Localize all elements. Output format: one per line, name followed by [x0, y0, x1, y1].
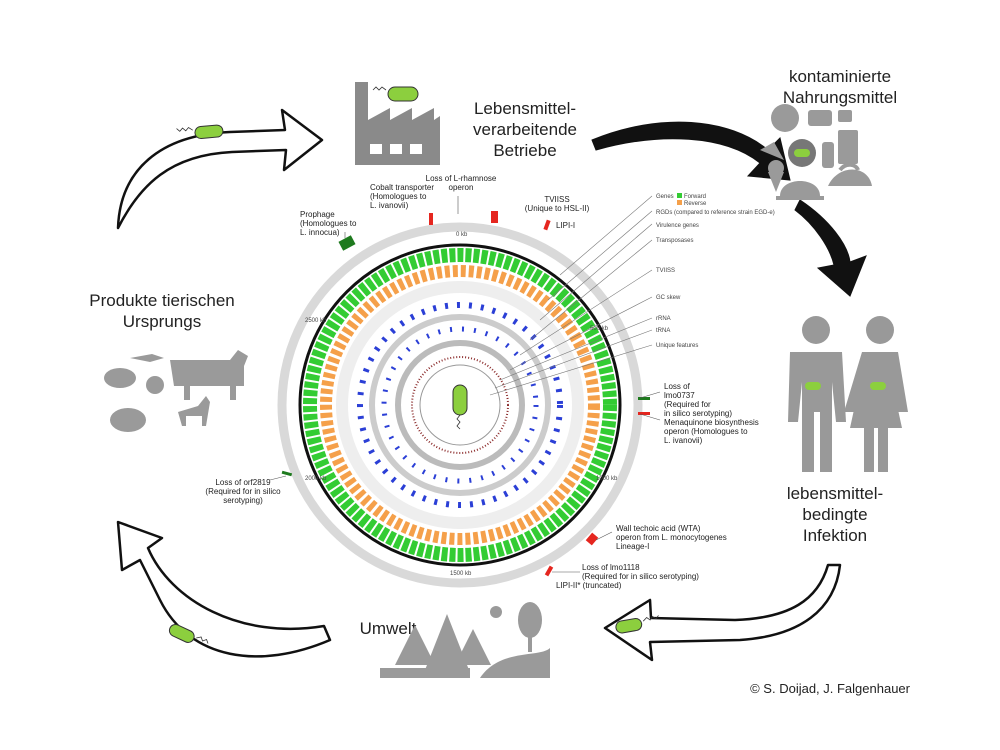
- annotation-rhamnose: Loss of L-rhamnose operon: [425, 174, 497, 192]
- cycle-arrow-top-left: [116, 108, 324, 230]
- ring-tick: 0 kb: [456, 232, 468, 238]
- stage-label-environment: Umwelt: [359, 619, 417, 638]
- outer-gray-ring: [277, 222, 643, 588]
- cycle-arrow-bottom-left: [116, 520, 332, 658]
- cycle-arrow-top-right: [591, 121, 791, 181]
- genome-map: 0 kb 500 kb 1000 kb 1500 kb 2000 kb 2500…: [269, 193, 775, 588]
- marker-orf2819: [281, 470, 293, 477]
- food-icons: [760, 104, 872, 200]
- legend-gc-skew: GC skew: [656, 295, 681, 301]
- legend-forward: Forward: [684, 194, 706, 200]
- legend-rgds: RGDs (compared to reference strain EGD-e…: [656, 210, 775, 216]
- annotation-lipi2: LIPI-II* (truncated): [556, 581, 622, 590]
- gray-track-ring: [369, 314, 551, 496]
- legend-reverse: Reverse: [684, 201, 707, 207]
- marker-prophage: [338, 235, 356, 251]
- cycle-arrow-bottom-right: [603, 563, 842, 662]
- annotation-menaquinone: Menaquinone biosynthesis operon (Homolog…: [664, 418, 759, 445]
- innermost-ring: [411, 356, 509, 454]
- forward-genes-ring: [303, 248, 617, 562]
- annotation-prophage: Prophage (Homologues to L. innocua): [300, 210, 357, 237]
- ring-tick: 2000 kb: [305, 476, 327, 482]
- stage-label-animal: Produkte tierischen Ursprungs: [89, 291, 235, 331]
- cycle-arrow-right: [794, 199, 867, 297]
- center-bacterium-icon: [452, 384, 468, 430]
- animal-icons: [104, 350, 248, 432]
- annotation-lipi1: LIPI-I: [556, 221, 576, 230]
- bacterium-icon: [176, 124, 224, 139]
- reverse-genes-ring: [320, 265, 600, 545]
- inner-light-ring: [336, 281, 584, 529]
- annotation-orf2819: Loss of orf2819 (Required for in silico …: [205, 478, 281, 505]
- legend-unique: Unique features: [656, 343, 698, 349]
- annotation-cobalt: Cobalt transporter (Homologues to L. iva…: [370, 183, 435, 210]
- gc-skew-ring: [395, 340, 525, 470]
- annotation-lmo0737: Loss of lmo0737 (Required for in silico …: [664, 382, 733, 418]
- legend: Genes Forward Reverse RGDs (compared to …: [656, 193, 775, 349]
- annotation-tviiss-top: TVIISS (Unique to HSL-II): [524, 195, 590, 213]
- legend-transposases: Transposases: [656, 238, 693, 244]
- annotation-wta: Wall techoic acid (WTA) operon from L. m…: [616, 524, 727, 551]
- legend-trna: tRNA: [656, 328, 670, 334]
- marker-wta: [585, 532, 599, 546]
- ring-tick: 1500 kb: [450, 571, 472, 577]
- marker-lipi1: [543, 219, 551, 231]
- legend-tviiss: TVIISS: [656, 268, 675, 274]
- legend-virulence: Virulence genes: [656, 223, 699, 229]
- environment-icons: [380, 602, 550, 678]
- ring-tick: 1000 kb: [596, 476, 618, 482]
- legend-rrna: rRNA: [656, 316, 671, 322]
- black-backbone-ring: [298, 243, 622, 567]
- ring-tick: 500 kb: [590, 326, 609, 332]
- credit-text: © S. Doijad, J. Falgenhauer: [750, 681, 910, 696]
- marker-menaquinone: [638, 412, 650, 415]
- ring-tick: 2500 kb: [305, 318, 327, 324]
- factory-icon: [355, 82, 440, 165]
- marker-cobalt: [429, 213, 433, 225]
- legend-leader-lines: [489, 195, 653, 396]
- blue-inner-ring: [381, 326, 539, 484]
- people-icons: [788, 316, 908, 472]
- stage-label-processing: Lebensmittel- verarbeitende Betriebe: [473, 99, 577, 160]
- annotation-leader-lines: [269, 196, 661, 573]
- bacterium-icon: [168, 624, 209, 644]
- stage-label-contaminated: kontaminierte Nahrungsmittel: [782, 67, 898, 107]
- annotation-lmo1118: Loss of lmo1118 (Required for in silico …: [582, 563, 699, 581]
- bacterium-icon: [372, 86, 419, 102]
- blue-features-ring: [357, 302, 563, 508]
- marker-lipi2: [544, 565, 554, 577]
- bacterium-icon: [615, 615, 659, 634]
- marker-tviiss: [491, 211, 498, 223]
- stage-label-infection: lebensmittel- bedingte Infektion: [786, 484, 884, 545]
- marker-lmo0737: [638, 397, 650, 400]
- legend-genes: Genes: [656, 194, 674, 200]
